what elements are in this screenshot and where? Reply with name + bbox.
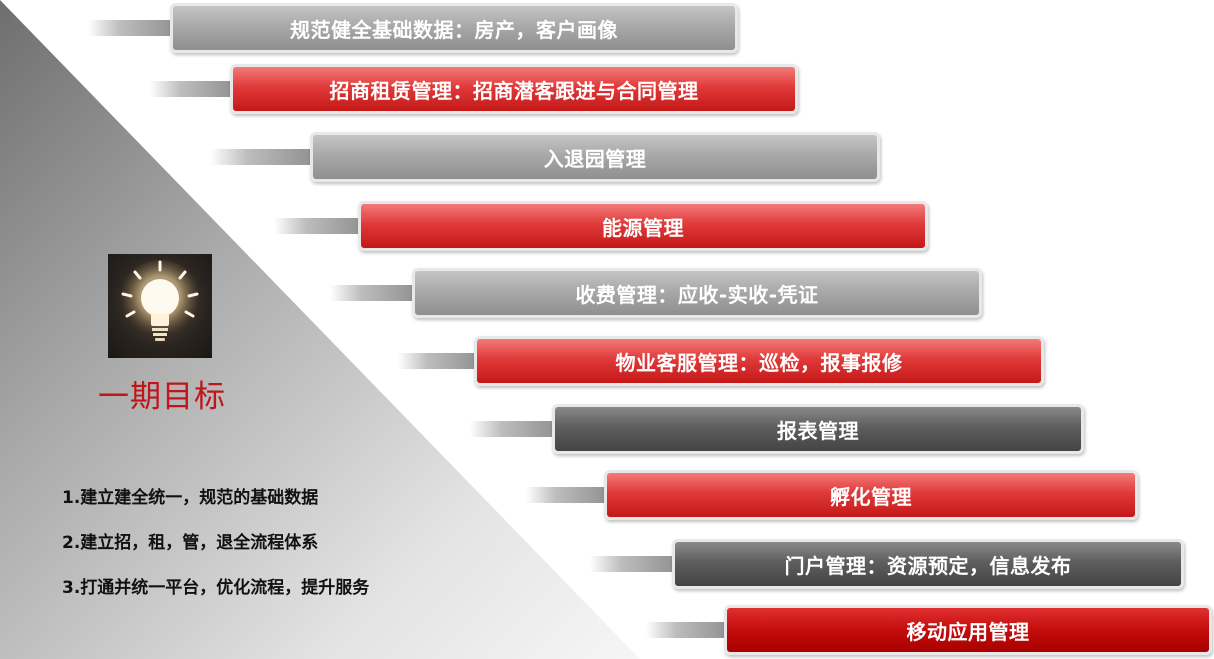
step-row: 招商租赁管理：招商潜客跟进与合同管理 (150, 64, 800, 114)
step-row: 报表管理 (470, 404, 1084, 454)
arrow-connector (330, 285, 420, 301)
step-bar: 规范健全基础数据：房产，客户画像 (170, 3, 738, 53)
arrow-connector (646, 622, 732, 638)
goal-item: 2.建立招，租，管，退全流程体系 (62, 533, 319, 553)
step-bar: 能源管理 (358, 201, 928, 251)
arrow-connector (274, 218, 366, 234)
step-row: 能源管理 (274, 201, 928, 251)
goal-title: 一期目标 (98, 379, 226, 415)
step-bar: 报表管理 (552, 404, 1084, 454)
arrow-connector (398, 353, 482, 369)
arrow-connector (470, 421, 560, 437)
step-bar: 入退园管理 (310, 132, 880, 182)
arrow-connector (590, 556, 680, 572)
arrow-connector (526, 487, 612, 503)
step-bar: 移动应用管理 (724, 605, 1212, 655)
step-row: 收费管理：应收-实收-凭证 (330, 268, 982, 318)
step-row: 门户管理：资源预定，信息发布 (590, 539, 1184, 589)
step-row: 孵化管理 (526, 470, 1138, 520)
step-bar: 收费管理：应收-实收-凭证 (412, 268, 982, 318)
step-row: 物业客服管理：巡检，报事报修 (398, 336, 1044, 386)
step-bar: 门户管理：资源预定，信息发布 (672, 539, 1184, 589)
goal-item: 1.建立建全统一，规范的基础数据 (62, 488, 319, 508)
step-row: 规范健全基础数据：房产，客户画像 (88, 3, 738, 53)
arrow-connector (210, 149, 318, 165)
step-row: 移动应用管理 (646, 605, 1212, 655)
step-row: 入退园管理 (210, 132, 880, 182)
arrow-connector (150, 81, 238, 97)
lightbulb-icon (108, 254, 212, 358)
goal-item: 3.打通并统一平台，优化流程，提升服务 (62, 578, 370, 598)
arrow-connector (88, 20, 180, 36)
step-bar: 物业客服管理：巡检，报事报修 (474, 336, 1044, 386)
step-bar: 孵化管理 (604, 470, 1138, 520)
step-bar: 招商租赁管理：招商潜客跟进与合同管理 (230, 64, 798, 114)
